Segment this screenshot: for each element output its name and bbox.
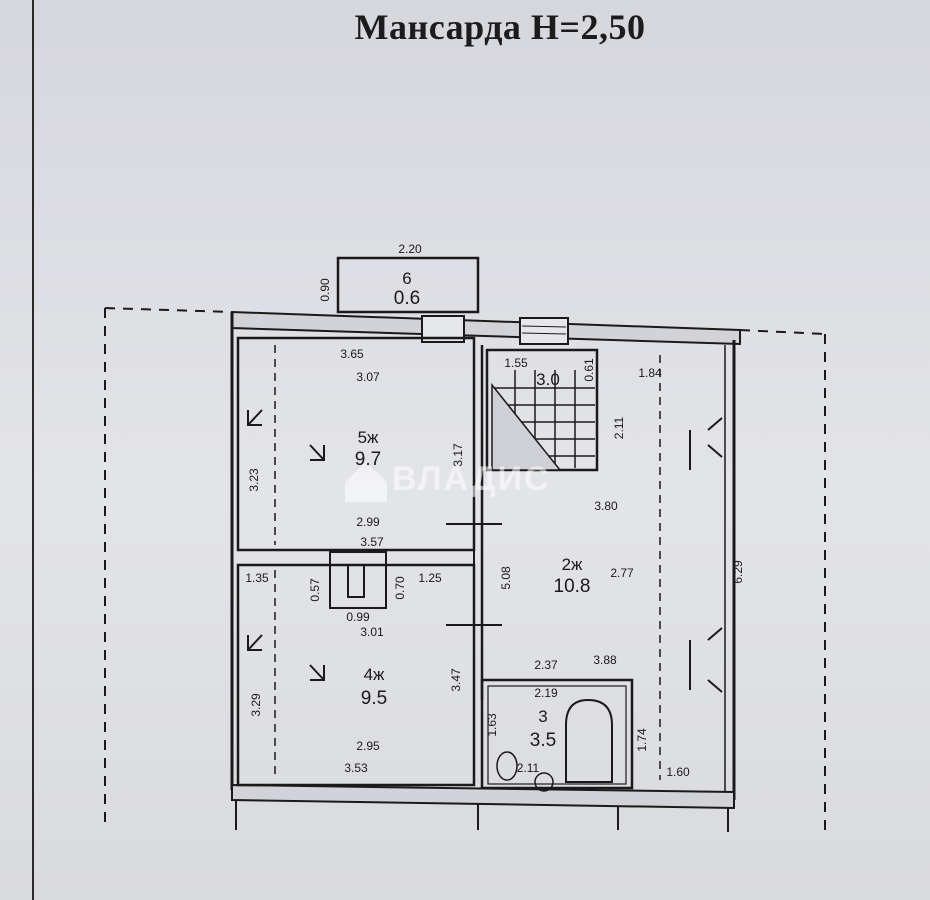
dim-2-20: 2.20 <box>398 242 422 256</box>
dim-1-74: 1.74 <box>635 728 649 752</box>
dim-3-88: 3.88 <box>593 653 617 667</box>
plan-title: Мансарда H=2,50 <box>354 7 646 47</box>
dimension-labels: 2.20 0.90 3.65 3.07 3.23 3.17 2.99 3.57 … <box>245 242 745 779</box>
dim-0-57: 0.57 <box>308 578 322 602</box>
roof-outline <box>104 307 826 835</box>
dim-3-80: 3.80 <box>594 499 618 513</box>
dim-1-25: 1.25 <box>418 571 442 585</box>
room-3-number: 3 <box>538 707 547 726</box>
bottom-wall <box>231 783 735 810</box>
bathroom-walls <box>480 678 634 790</box>
dim-1-63: 1.63 <box>485 713 499 737</box>
room-5-area: 9.7 <box>355 449 381 470</box>
room-4-area: 9.5 <box>361 688 387 709</box>
room-6-area: 0.6 <box>394 288 420 309</box>
room-6-number: 6 <box>402 269 411 288</box>
sheet-margin-line <box>32 0 34 900</box>
room-stair-number: 3.0 <box>536 370 560 389</box>
room-3-area: 3.5 <box>530 730 556 751</box>
dim-2-19: 2.19 <box>534 686 558 700</box>
dim-1-55: 1.55 <box>504 356 528 370</box>
dim-2-77: 2.77 <box>610 566 634 580</box>
toilet <box>496 751 518 781</box>
dim-3-29: 3.29 <box>249 693 263 717</box>
dim-1-60: 1.60 <box>666 765 690 779</box>
room-4-number: 4ж <box>364 665 385 684</box>
bathtub <box>565 698 613 783</box>
dim-3-01: 3.01 <box>360 625 384 639</box>
dim-1-84: 1.84 <box>638 366 662 380</box>
dim-0-99: 0.99 <box>346 610 370 624</box>
dim-3-07: 3.07 <box>356 370 380 384</box>
watermark-text: ВЛАДИС <box>392 460 551 498</box>
dim-0-70: 0.70 <box>393 576 407 600</box>
dim-2-95: 2.95 <box>356 739 380 753</box>
dim-3-57: 3.57 <box>360 535 384 549</box>
room-2-area: 10.8 <box>554 576 591 597</box>
room-6-walls <box>336 256 480 314</box>
dim-2-37: 2.37 <box>534 658 558 672</box>
dim-2-99: 2.99 <box>356 515 380 529</box>
room-labels: 6 0.6 5ж 9.7 3.0 2ж 10.8 4ж 9.5 3 3.5 <box>355 269 591 751</box>
room-2-number: 2ж <box>562 555 583 574</box>
dim-0-61: 0.61 <box>582 358 596 382</box>
dim-3-53: 3.53 <box>344 761 368 775</box>
room-5-walls <box>236 336 476 552</box>
sink <box>534 772 554 792</box>
dim-1-35: 1.35 <box>245 571 269 585</box>
dim-0-90: 0.90 <box>318 278 332 302</box>
dim-2-11: 2.11 <box>612 416 626 439</box>
dim-3-47: 3.47 <box>449 668 463 692</box>
dim-5-08: 5.08 <box>499 566 513 590</box>
vent-block <box>329 551 387 609</box>
stair-arrow <box>491 382 562 471</box>
room-5-number: 5ж <box>358 428 379 447</box>
dim-3-17: 3.17 <box>451 443 465 467</box>
dim-2-11-bath: 2.11 <box>517 761 540 775</box>
window-top-2 <box>519 317 569 345</box>
dim-3-23: 3.23 <box>247 468 261 492</box>
dim-6-29: 6.29 <box>731 560 745 584</box>
watermark-logo <box>345 462 387 502</box>
dim-3-65: 3.65 <box>340 347 364 361</box>
height-marks <box>247 409 723 693</box>
